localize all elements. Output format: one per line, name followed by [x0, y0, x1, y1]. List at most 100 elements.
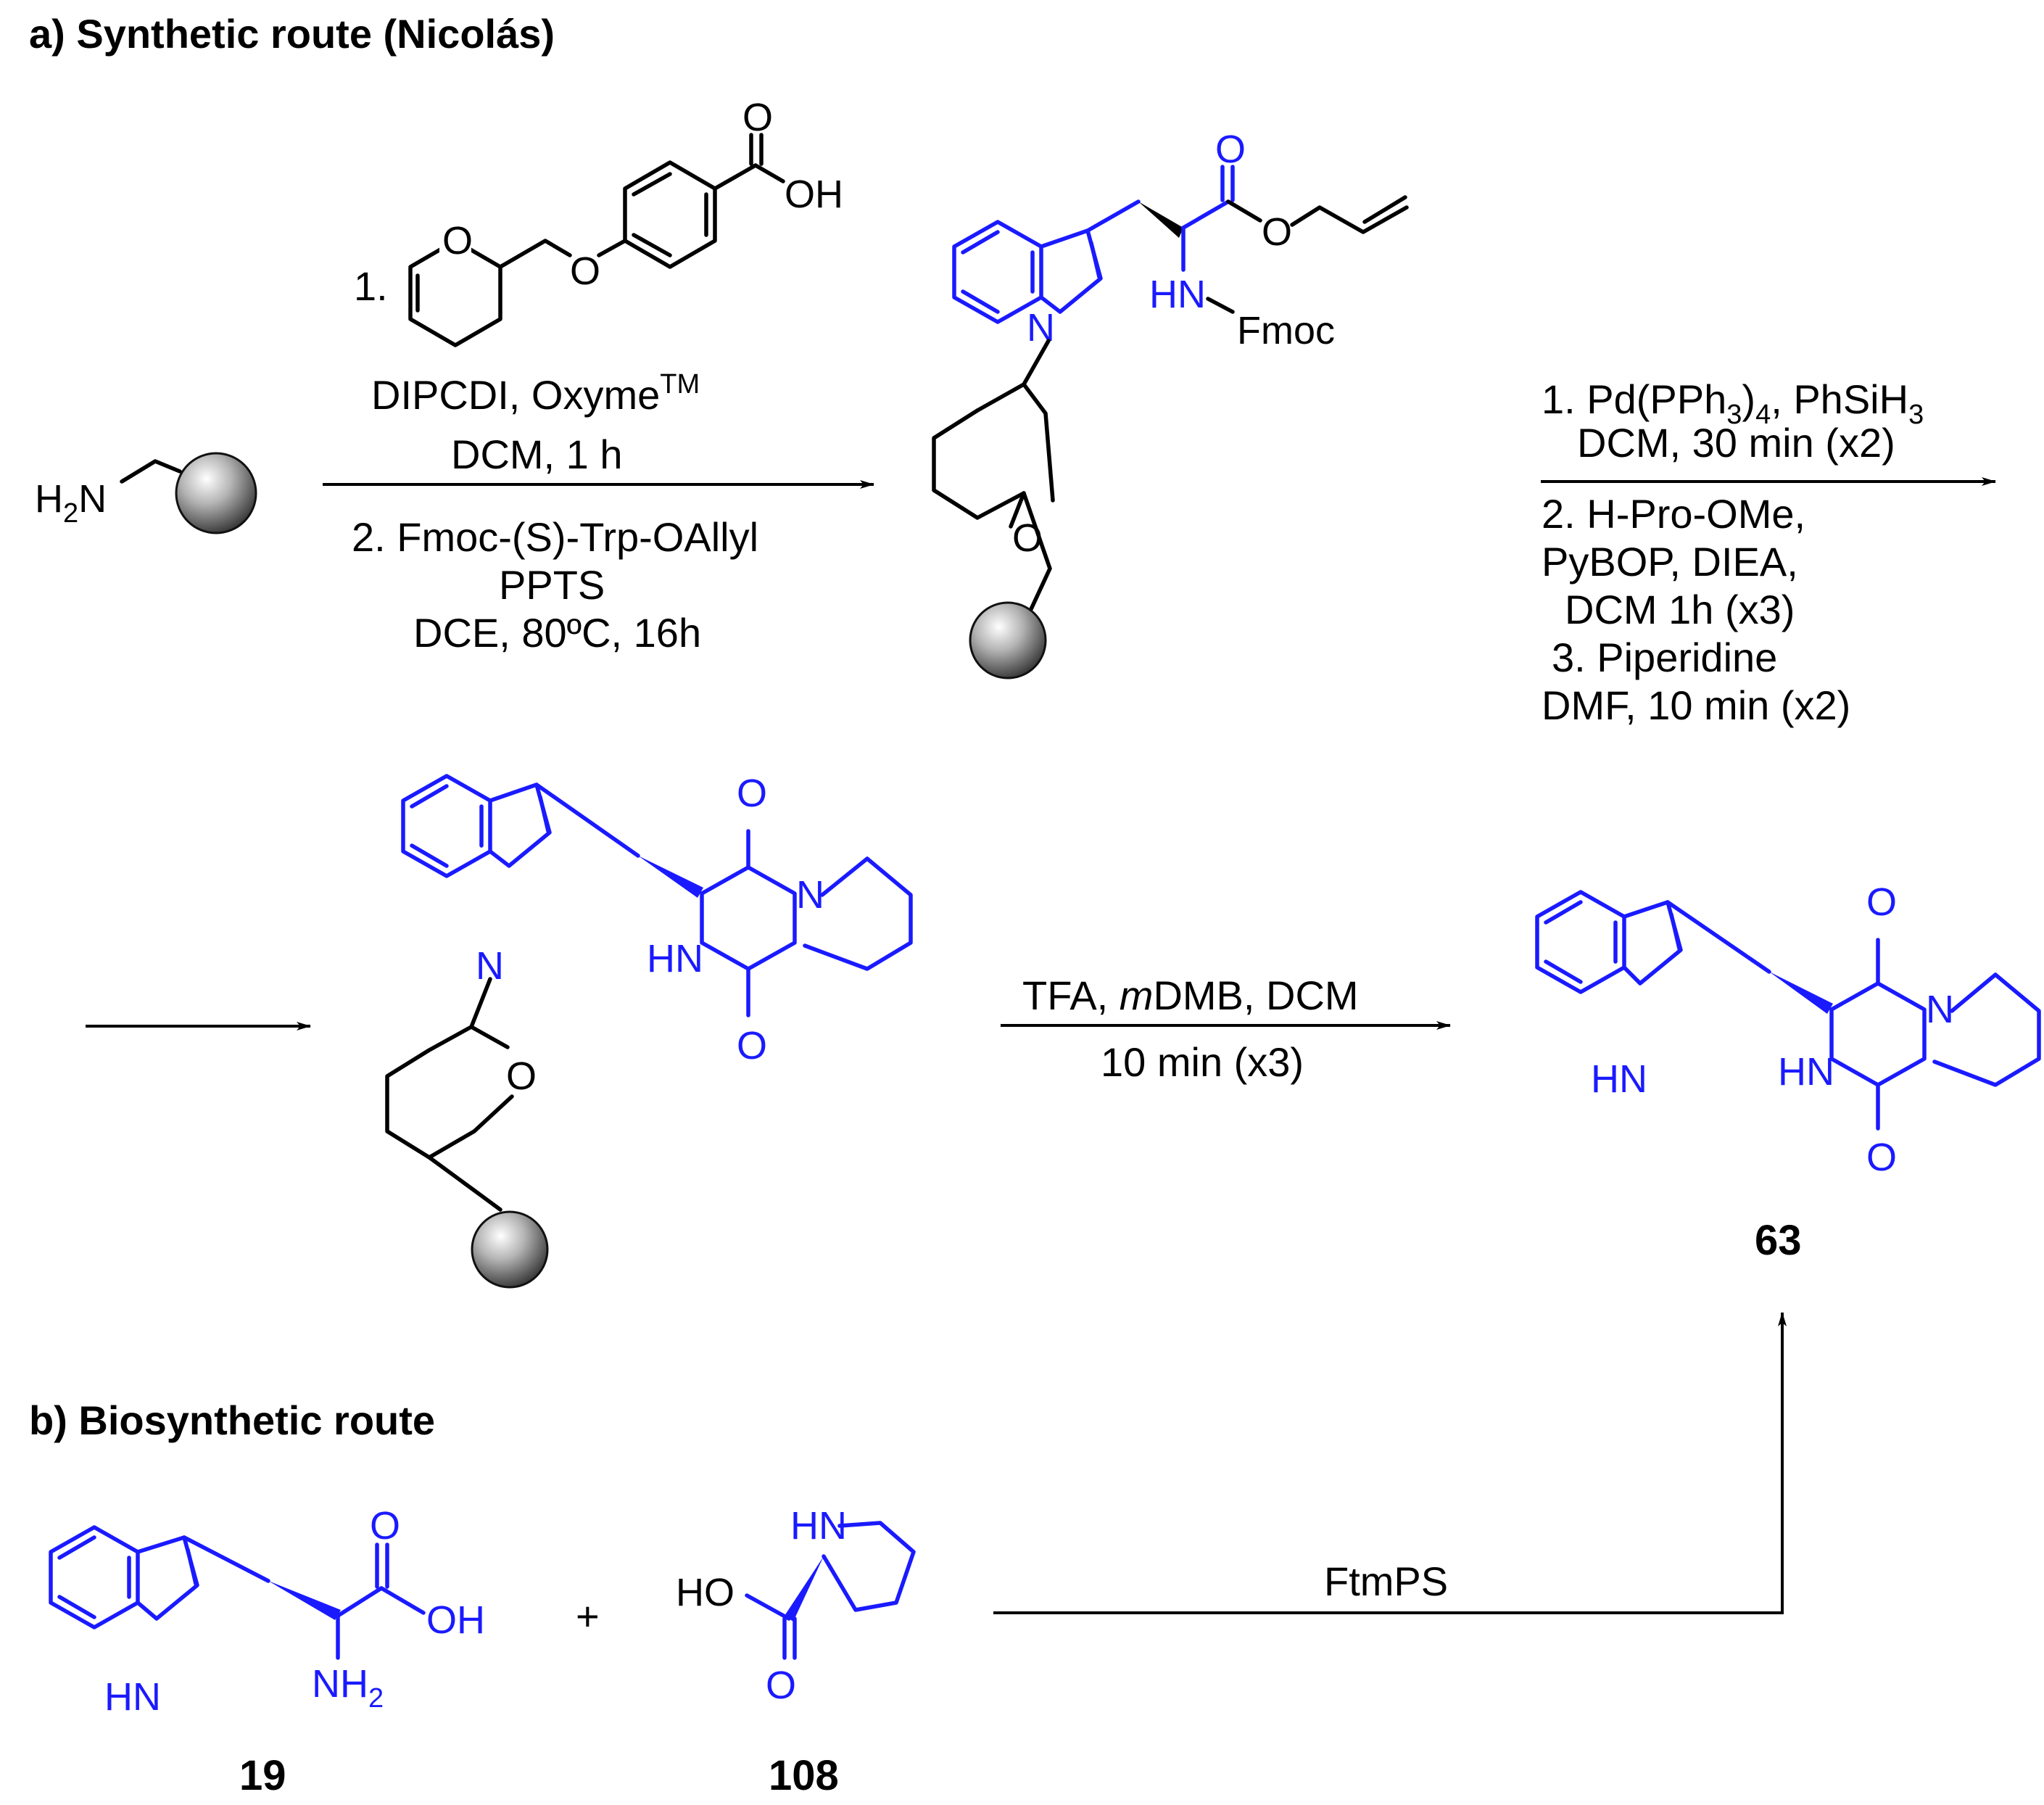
trp-wedge [268, 1581, 341, 1620]
step1-line5: DCE, 80ºC, 16h [413, 610, 701, 656]
step2-line1: 1. Pd(PPh3)4, PhSiH3 [1542, 376, 1924, 430]
arom-bond-c [632, 233, 672, 257]
step1-line4: PPTS [499, 562, 605, 608]
dkp-hn: HN [647, 937, 703, 980]
product-cyclo-trp-pro: HN O O N HN 63 [1535, 880, 2041, 1264]
step2-line6: 3. Piperidine [1552, 635, 1777, 680]
resin-bead-3 [471, 1210, 549, 1289]
indole2-benzene-ring [401, 774, 492, 878]
pro-wedge [785, 1556, 824, 1622]
dkp-o-bottom: O [737, 1024, 767, 1067]
proline-108: HN HO O 108 [676, 1504, 916, 1799]
pro-carbonyl-o: O [766, 1664, 796, 1707]
thp-bond-1 [975, 382, 1026, 413]
step3-conditions: TFA, mDMB, DCM 10 min (x3) [1022, 972, 1359, 1085]
n-thp-bond [1022, 339, 1051, 387]
product-arom-a [1544, 900, 1583, 925]
step2-line7: DMF, 10 min (x2) [1542, 682, 1850, 728]
trp-side-ch2 [182, 1535, 270, 1583]
allyl-chain [1290, 205, 1409, 234]
reagent-index: 1. [354, 263, 388, 309]
stereo-wedge-2 [638, 856, 703, 898]
product-dkp-ring [1829, 981, 1927, 1087]
trp2-ch2 [534, 782, 640, 858]
linker-bond [120, 459, 182, 484]
acid-oh: OH [785, 173, 843, 216]
trp-indole-double [186, 1548, 198, 1586]
thp-ring-right [1022, 382, 1055, 503]
plus-sign: + [576, 1593, 600, 1639]
product-pyrrolidine [1932, 972, 2041, 1087]
product-dkp-hn: HN [1778, 1050, 1834, 1094]
thp2-ring [385, 1025, 476, 1160]
ester-oxygen: O [1262, 210, 1292, 254]
allyl-double [1362, 195, 1407, 224]
indole2-arom-a [410, 784, 449, 809]
amine-label: H2N [35, 477, 107, 529]
step1-line1: DIPCDI, OxymeTM [371, 369, 700, 418]
intermediate-fmoc-trp-allyl: N O O HN Fmoc O [932, 128, 1409, 680]
intermediate-resin-dkp: N O O N HN O [385, 772, 913, 1289]
indole-nitrogen: N [1027, 306, 1055, 350]
step2-line5: DCM 1h (x3) [1565, 587, 1795, 632]
trp-pyrrole-ring [136, 1535, 199, 1621]
step1-conditions: DIPCDI, OxymeTM DCM, 1 h 2. Fmoc-(S)-Trp… [352, 369, 758, 656]
ch2-linker [498, 239, 572, 269]
ring-o-mask [439, 221, 471, 260]
pro-c-oh [745, 1593, 791, 1621]
section-title-biosynthetic: b) Biosynthetic route [29, 1397, 435, 1443]
product-indole-double [1669, 912, 1681, 951]
pro-ho: HO [676, 1571, 735, 1614]
tryptophan-19: HN O OH NH2 19 [49, 1504, 485, 1799]
product-arom-c [1544, 959, 1583, 984]
trp-arom-a [57, 1535, 96, 1560]
indole2-arom-c [410, 843, 449, 868]
n-fmoc-bond [1206, 297, 1235, 314]
product-o-bottom: O [1866, 1136, 1897, 1179]
step2-line2: DCM, 30 min (x2) [1577, 420, 1895, 466]
n2-thp-bond [469, 977, 492, 1029]
trp-nh2: NH2 [312, 1662, 384, 1714]
ester-bond [1226, 199, 1262, 223]
pro-hn: HN [790, 1504, 847, 1548]
ether-oxygen: O [570, 249, 600, 293]
product-n-pro: N [1926, 988, 1954, 1031]
section-title-synthetic: a) Synthetic route (Nicolás) [29, 11, 555, 57]
acid-oh-bond [753, 163, 785, 183]
thp2-ch2-link [427, 1155, 502, 1212]
dkp-n-pro: N [796, 873, 824, 917]
step3-line2: 10 min (x3) [1101, 1039, 1304, 1085]
step1-line2: DCM, 1 h [451, 431, 623, 477]
ring-oxygen: O [442, 219, 473, 263]
ether-bond [597, 239, 627, 257]
pyrrolidine-ring-108 [822, 1521, 916, 1612]
indole2-pyrrole-ring [488, 782, 552, 868]
aminomethyl-resin: H2N [35, 452, 257, 534]
compound-label-19: 19 [239, 1752, 286, 1799]
thp-ring-left [932, 408, 1026, 520]
enzyme-label: FtmPS [1324, 1558, 1448, 1604]
dhp-linker-reagent: 1. O O O OH [354, 96, 843, 347]
indole-arom-c [961, 289, 1000, 314]
trp-benzene-ring [49, 1525, 140, 1630]
trp-ca-cooh [336, 1586, 384, 1618]
compound-label-108: 108 [769, 1752, 839, 1799]
indole2-double [538, 795, 550, 833]
step2-line4: PyBOP, DIEA, [1542, 539, 1798, 585]
indole-pyrrole-ring [1039, 228, 1103, 314]
acid-bond [713, 163, 758, 191]
compound-label-63: 63 [1755, 1217, 1802, 1264]
resin-bead [175, 452, 257, 534]
trp-indole-hn: HN [104, 1675, 161, 1719]
trp-ch2 [1085, 199, 1141, 233]
amide-hn: HN [1149, 273, 1206, 316]
acid-carbonyl-o: O [742, 96, 773, 139]
stereo-wedge [1138, 202, 1183, 238]
indole-c2c3-double [1089, 241, 1101, 279]
fmoc-group: Fmoc [1237, 309, 1335, 352]
product-pyrrole-ring [1622, 900, 1683, 986]
trp-carbonyl-o: O [370, 1504, 400, 1548]
arom-bond-a [632, 172, 672, 197]
biosynthetic-arrow [993, 1312, 1787, 1614]
